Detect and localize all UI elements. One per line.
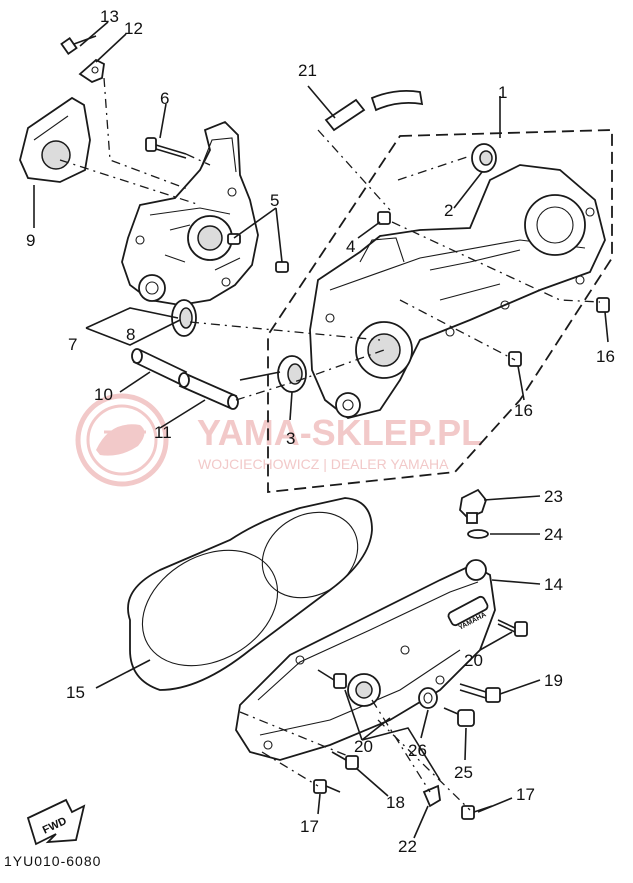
right-crankcase (309, 164, 606, 419)
filler-plug-23 (459, 488, 488, 524)
bracket-12 (78, 58, 105, 84)
bolt-19 (459, 683, 501, 703)
bolts-17 (313, 779, 493, 820)
label-17b: 17 (516, 785, 535, 804)
left-crankcase (121, 120, 259, 306)
label-19: 19 (544, 671, 563, 690)
assembly-box-outline (267, 129, 613, 494)
label-3: 3 (286, 429, 295, 448)
label-12: 12 (124, 19, 143, 38)
label-18: 18 (386, 793, 405, 812)
cover-plate-9 (19, 96, 91, 183)
label-14: 14 (544, 575, 563, 594)
label-16a: 16 (596, 347, 615, 366)
oil-seal-8 (171, 299, 197, 337)
label-9: 9 (26, 231, 35, 250)
collar-11 (178, 372, 239, 410)
label-20b: 20 (354, 737, 373, 756)
washer-22 (418, 687, 438, 709)
label-24: 24 (544, 525, 563, 544)
watermark-sub-text: WOJCIECHOWICZ | DEALER YAMAHA (198, 456, 449, 472)
label-17a: 17 (300, 817, 319, 836)
label-7: 7 (68, 335, 77, 354)
o-ring-24 (467, 529, 489, 539)
clip-26 (422, 784, 441, 808)
watermark-logo-icon (75, 393, 169, 487)
figure-code: 1YU010-6080 (4, 853, 101, 869)
label-20a: 20 (464, 651, 483, 670)
bearing-3 (277, 355, 307, 393)
label-11: 11 (154, 423, 172, 442)
bolts-20 (317, 619, 528, 689)
label-8: 8 (126, 325, 135, 344)
label-25: 21 (298, 61, 317, 80)
bolt-6 (145, 137, 187, 159)
gasket-15 (127, 497, 373, 691)
dowel-pins-16 (508, 297, 610, 367)
label-2: 2 (444, 201, 453, 220)
label-16b: 16 (514, 401, 533, 420)
watermark: YAMA-SKLEP.PL WOJCIECHOWICZ | DEALER YAM… (75, 393, 483, 487)
hose-25 (324, 89, 424, 132)
crankcase-cover-14: YAMAHA (235, 559, 496, 761)
bolt-21 (443, 707, 475, 727)
bolt-13 (60, 35, 97, 56)
alignment-lines (59, 77, 601, 811)
label-26: 22 (398, 837, 417, 856)
label-10: 10 (94, 385, 113, 404)
label-13: 13 (100, 7, 119, 26)
label-21: 25 (454, 763, 473, 782)
label-23: 23 (544, 487, 563, 506)
label-5: 5 (270, 191, 279, 210)
bushing-2 (471, 143, 497, 173)
label-15: 15 (66, 683, 85, 702)
label-6: 6 (160, 89, 169, 108)
nipple-4 (377, 211, 391, 225)
part-labels: 13 12 6 9 5 7 8 10 11 3 21 1 2 4 16 16 2… (26, 7, 615, 856)
forward-arrow-icon: FWD (26, 798, 86, 846)
label-1: 1 (498, 83, 507, 102)
label-22: 26 (408, 741, 427, 760)
watermark-main-text: YAMA-SKLEP.PL (197, 412, 483, 453)
bolt-18 (331, 751, 359, 770)
label-4: 4 (346, 237, 355, 256)
